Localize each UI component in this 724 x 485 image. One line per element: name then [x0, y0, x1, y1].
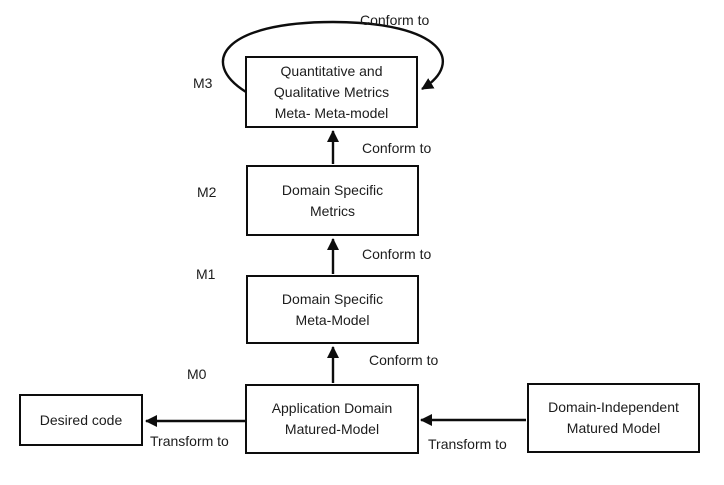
box-m3-line3: Meta- Meta-model [274, 104, 389, 121]
edge-label-conform-m2-to-m3: Conform to [362, 140, 432, 156]
box-m3-line1: Quantitative and [280, 62, 383, 79]
conform-self-loop-arrow [221, 20, 444, 94]
box-m1-line1: Domain Specific [281, 290, 384, 307]
edge-label-conform-m0-to-m1: Conform to [369, 352, 439, 368]
box-m0-application-domain-matured-model: Application Domain Matured-Model [245, 384, 419, 454]
box-m1-domain-specific-meta-model: Domain Specific Meta-Model [246, 275, 419, 344]
box-domain-independent-matured-model: Domain-Independent Matured Model [527, 383, 700, 453]
level-label-m0: M0 [187, 366, 207, 382]
box-m3-meta-meta-model: Quantitative and Qualitative Metrics Met… [245, 56, 418, 128]
level-label-m1: M1 [196, 266, 216, 282]
box-desired-code: Desired code [19, 394, 143, 446]
level-label-m3: M3 [193, 75, 213, 91]
box-m3-line2: Qualitative Metrics [273, 83, 390, 100]
box-m1-line2: Meta-Model [295, 311, 370, 328]
box-m2-line1: Domain Specific [281, 181, 384, 198]
level-label-m2: M2 [197, 184, 217, 200]
box-domind-line2: Matured Model [566, 420, 661, 436]
box-m2-domain-specific-metrics: Domain Specific Metrics [246, 165, 419, 236]
box-m0-line2: Matured-Model [284, 421, 380, 437]
box-desired-line1: Desired code [39, 411, 123, 428]
edge-label-transform-to-application: Transform to [428, 436, 507, 452]
box-m0-line1: Application Domain [271, 400, 393, 416]
edge-label-conform-m1-to-m2: Conform to [362, 246, 432, 262]
box-domind-line1: Domain-Independent [548, 399, 679, 415]
edge-label-transform-to-desired-code: Transform to [150, 433, 229, 449]
edge-label-conform-self-loop: Conform to [360, 12, 430, 28]
box-m2-line2: Metrics [309, 202, 356, 219]
